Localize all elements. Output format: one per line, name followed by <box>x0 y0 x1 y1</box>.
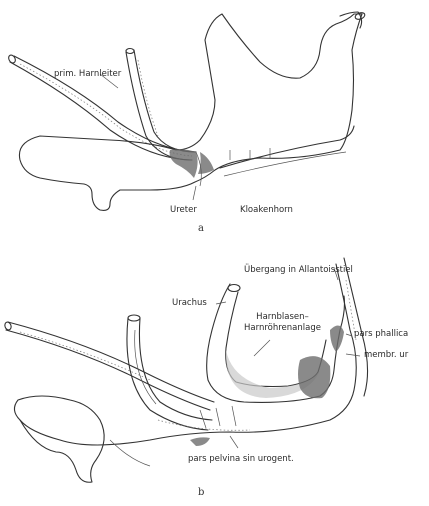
label-harnblasen-line1: Harnblasen– <box>244 313 321 322</box>
figure-b-drawing <box>4 258 368 482</box>
label-kloakenhorn: Kloakenhorn <box>240 206 293 215</box>
label-pars-phallica: pars phallica <box>354 330 408 339</box>
label-membr-ur: membr. ur <box>364 351 408 360</box>
label-uebergang-allantoisstiel: Übergang in Allantoisstiel <box>244 266 353 275</box>
figure-b-ureter-tube <box>6 330 210 410</box>
figure-b-letter: b <box>198 488 204 498</box>
label-pars-pelvina: pars pelvina sin urogent. <box>188 455 294 464</box>
kloake-outline <box>19 14 362 210</box>
label-ureter: Ureter <box>170 206 197 215</box>
figure-a-drawing <box>7 11 365 210</box>
label-urachus: Urachus <box>172 299 207 308</box>
label-harnblasen-harnroehrenanlage: Harnblasen– Harnröhrenanlage <box>244 313 321 332</box>
label-prim-harnleiter: prim. Harnleiter <box>54 70 121 79</box>
figure-a-letter: a <box>198 224 204 234</box>
label-harnblasen-line2: Harnröhrenanlage <box>244 324 321 333</box>
